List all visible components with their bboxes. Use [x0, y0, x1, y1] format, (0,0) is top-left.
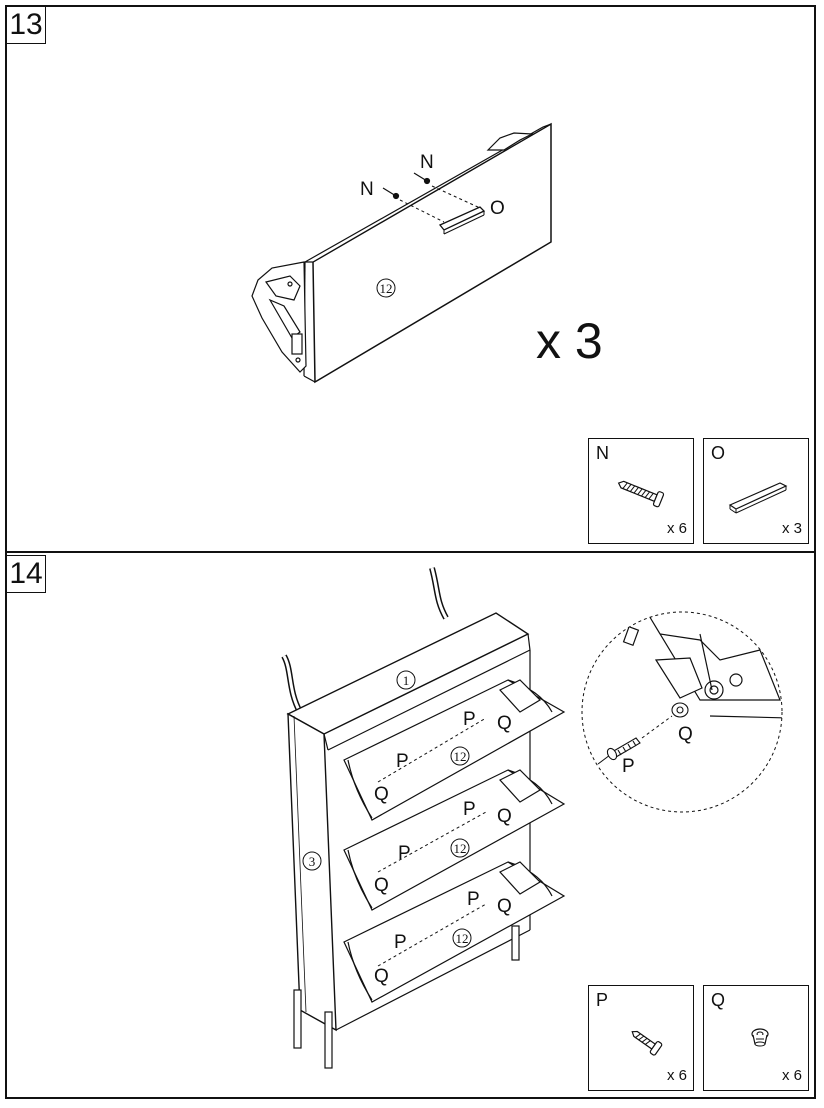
- part-quantity: x 6: [666, 1067, 687, 1084]
- detail-screw-p: [606, 737, 641, 761]
- step-divider: [5, 551, 816, 553]
- label-n-1: N: [360, 179, 374, 200]
- part-box-p: P x 6: [588, 985, 694, 1091]
- hinge-mechanism-left: [251, 261, 307, 373]
- label-p-1: P: [396, 751, 409, 772]
- part-letter: Q: [711, 990, 726, 1010]
- detail-label-p: P: [622, 756, 635, 777]
- screw-n-1: [382, 187, 400, 200]
- hinge-mechanism-right: [486, 132, 535, 151]
- part-quantity: x 3: [781, 520, 802, 537]
- label-q-6: Q: [497, 896, 512, 917]
- part-number-1: 1: [403, 673, 410, 688]
- part-number-1-circle: [396, 670, 416, 690]
- step-13-number: 13: [6, 6, 46, 44]
- label-q-4: Q: [497, 806, 512, 827]
- part-number-3: 3: [309, 854, 316, 869]
- part-quantity: x 6: [666, 520, 687, 537]
- part-letter: P: [596, 990, 609, 1010]
- label-q-3: Q: [374, 875, 389, 896]
- door-compartment-2: [343, 769, 566, 911]
- screw-icon: [617, 480, 665, 508]
- label-n-2: N: [420, 152, 434, 173]
- detail-zoom-circle: Q P: [581, 611, 783, 813]
- part-number-3-circle: [302, 851, 322, 871]
- screw-icon: [631, 1030, 663, 1056]
- part-number-12: 12: [380, 281, 393, 296]
- part-box-o: O x 3: [703, 438, 809, 544]
- part-number-12-circle: [376, 278, 396, 298]
- part-letter: N: [596, 443, 609, 463]
- part-quantity: x 6: [781, 1067, 802, 1084]
- label-p-4: P: [463, 799, 476, 820]
- part-number-12-b: 12: [454, 841, 467, 856]
- label-p-5: P: [394, 932, 407, 953]
- label-q-1: Q: [374, 784, 389, 805]
- label-p-2: P: [463, 709, 476, 730]
- label-q-5: Q: [374, 966, 389, 987]
- door-compartment-3: [343, 861, 566, 1003]
- part-number-12-a: 12: [454, 749, 467, 764]
- side-panel-3: [287, 712, 337, 1032]
- detail-label-q: Q: [678, 724, 693, 745]
- label-p-6: P: [467, 889, 480, 910]
- part-number-12-circle-c: [452, 928, 472, 948]
- label-o: O: [490, 198, 505, 219]
- detail-washer-q: [671, 702, 689, 718]
- part-number-12-c: 12: [456, 931, 469, 946]
- step-14-number: 14: [6, 555, 46, 593]
- label-p-3: P: [398, 843, 411, 864]
- screw-n-2: [413, 172, 431, 185]
- part-box-q: Q x 6: [703, 985, 809, 1091]
- cabinet-legs: [293, 925, 520, 1069]
- part-letter: O: [711, 443, 726, 463]
- part-box-n: N x 6: [588, 438, 694, 544]
- handle-bar-icon: [728, 482, 788, 514]
- part-number-12-circle-b: [450, 838, 470, 858]
- part-number-12-circle-a: [450, 746, 470, 766]
- label-q-2: Q: [497, 713, 512, 734]
- washer-icon: [751, 1028, 769, 1047]
- step-13-multiplier: x 3: [536, 313, 603, 369]
